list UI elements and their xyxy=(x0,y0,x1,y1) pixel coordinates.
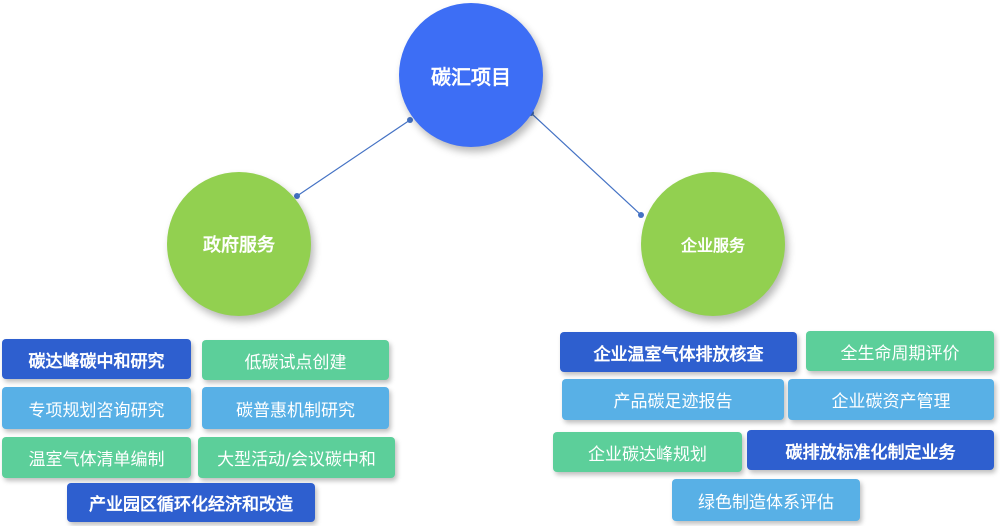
link-root-gov-start-dot xyxy=(407,117,413,123)
link-root-ent xyxy=(530,112,642,216)
root-node: 碳汇项目 xyxy=(399,3,543,147)
gov-item-special-planning-consulting: 专项规划咨询研究 xyxy=(2,387,191,429)
link-root-gov xyxy=(296,119,411,197)
gov-item-ghg-inventory: 温室气体清单编制 xyxy=(2,437,191,478)
gov-item-carbon-peak-neutral-research: 碳达峰碳中和研究 xyxy=(2,339,191,379)
ent-item-green-manufacturing-evaluation: 绿色制造体系评估 xyxy=(672,479,860,521)
gov-item-low-carbon-pilot: 低碳试点创建 xyxy=(202,340,389,380)
ent-item-emission-standardization: 碳排放标准化制定业务 xyxy=(747,430,994,470)
ent-item-product-carbon-footprint: 产品碳足迹报告 xyxy=(562,379,784,420)
ent-item-carbon-asset-management: 企业碳资产管理 xyxy=(788,379,994,420)
ent-item-ghg-emission-verification: 企业温室气体排放核查 xyxy=(560,332,797,372)
link-root-gov-end-dot xyxy=(294,193,300,199)
gov-item-industrial-park-circular-economy: 产业园区循环化经济和改造 xyxy=(67,483,315,522)
link-root-ent-end-dot xyxy=(638,212,644,218)
ent-services-node: 企业服务 xyxy=(641,172,785,316)
gov-item-event-carbon-neutral: 大型活动/会议碳中和 xyxy=(198,437,395,478)
ent-item-life-cycle-assessment: 全生命周期评价 xyxy=(806,331,994,371)
ent-item-carbon-peak-planning: 企业碳达峰规划 xyxy=(553,432,742,472)
gov-item-carbon-inclusive-mechanism: 碳普惠机制研究 xyxy=(202,387,389,429)
gov-services-node: 政府服务 xyxy=(167,172,311,316)
